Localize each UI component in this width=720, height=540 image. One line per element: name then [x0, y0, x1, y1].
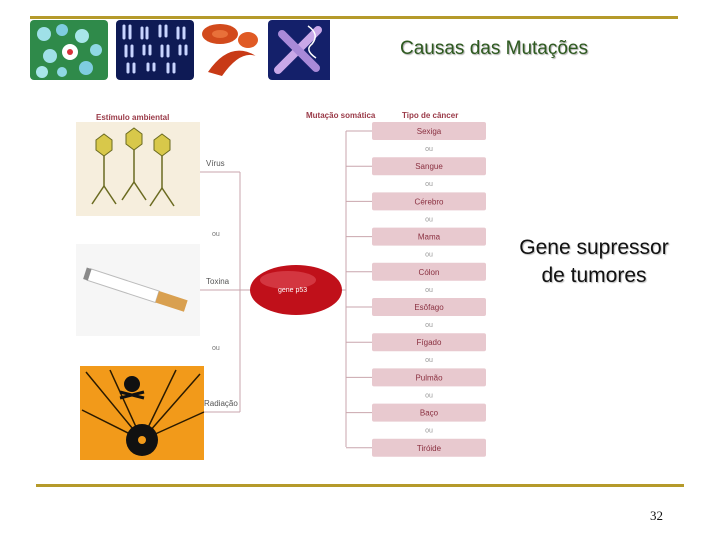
cancer-or-label: ou: [425, 322, 433, 329]
cancer-type-label: Cólon: [419, 268, 440, 277]
cancer-or-label: ou: [425, 216, 433, 223]
slide-title: Causas das Mutações: [400, 38, 588, 59]
stimulus-radiation-label: Radiação: [204, 399, 238, 408]
chromosomes-image: [116, 20, 194, 80]
stimulus-or-label: ou: [212, 231, 220, 238]
cancer-type-label: Mama: [418, 233, 441, 242]
cancer-type-list: SexigaouSangueouCérebroouMamaouCólonouEs…: [346, 122, 486, 457]
header-environmental-stimulus: Estímulo ambiental: [96, 113, 169, 122]
header-cancer-type: Tipo de câncer: [402, 111, 458, 120]
cancer-or-label: ou: [425, 181, 433, 188]
page-number: 32: [650, 508, 663, 523]
cancer-type-label: Tiróide: [417, 444, 442, 453]
gene-label: gene p53: [278, 287, 307, 294]
cancer-box: [372, 157, 486, 176]
radiation-hazard-illustration: [80, 366, 205, 460]
cancer-type-label: Sangue: [415, 162, 443, 171]
side-caption-line2: de tumores: [541, 264, 647, 287]
cancer-type-label: Cérebro: [415, 197, 444, 206]
cancer-box: [372, 122, 486, 140]
cancer-box: [372, 368, 486, 387]
cancer-box: [372, 262, 486, 281]
stimulus-connectors: [200, 171, 252, 413]
cancer-box: [372, 403, 486, 422]
cancer-box: [372, 227, 486, 246]
stimulus-toxin-label: Toxina: [206, 277, 230, 286]
gene-p53-cell: gene p53: [250, 265, 342, 315]
virus-illustration: [76, 122, 200, 216]
red-blood-cells-image: [200, 20, 278, 80]
cigarette-illustration: [76, 244, 200, 336]
cancer-box: [372, 192, 486, 211]
cancer-box: [372, 298, 486, 316]
side-caption-line1: Gene supressor: [519, 236, 669, 259]
cancer-box: [372, 438, 486, 457]
cancer-or-label: ou: [425, 357, 433, 364]
cells-image: [30, 20, 108, 80]
cancer-or-label: ou: [425, 287, 433, 294]
cancer-or-label: ou: [425, 392, 433, 399]
chromosome-dna-image: [268, 20, 346, 80]
stimulus-virus-label: Vírus: [206, 159, 225, 168]
cancer-or-label: ou: [425, 146, 433, 153]
cancer-type-label: Fígado: [417, 338, 442, 347]
cancer-or-label: ou: [425, 252, 433, 259]
cancer-type-label: Pulmão: [415, 373, 443, 382]
cancer-type-label: Baço: [420, 409, 439, 418]
cancer-type-label: Esôfago: [414, 303, 444, 312]
stimulus-or-label: ou: [212, 345, 220, 352]
side-caption: Gene supressor de tumores: [494, 234, 694, 290]
cancer-or-label: ou: [425, 428, 433, 435]
bottom-rule: [36, 484, 684, 487]
cancer-box: [372, 333, 486, 352]
cancer-type-label: Sexiga: [417, 127, 442, 136]
top-rule: [30, 16, 678, 19]
header-somatic-mutation: Mutação somática: [306, 111, 376, 120]
